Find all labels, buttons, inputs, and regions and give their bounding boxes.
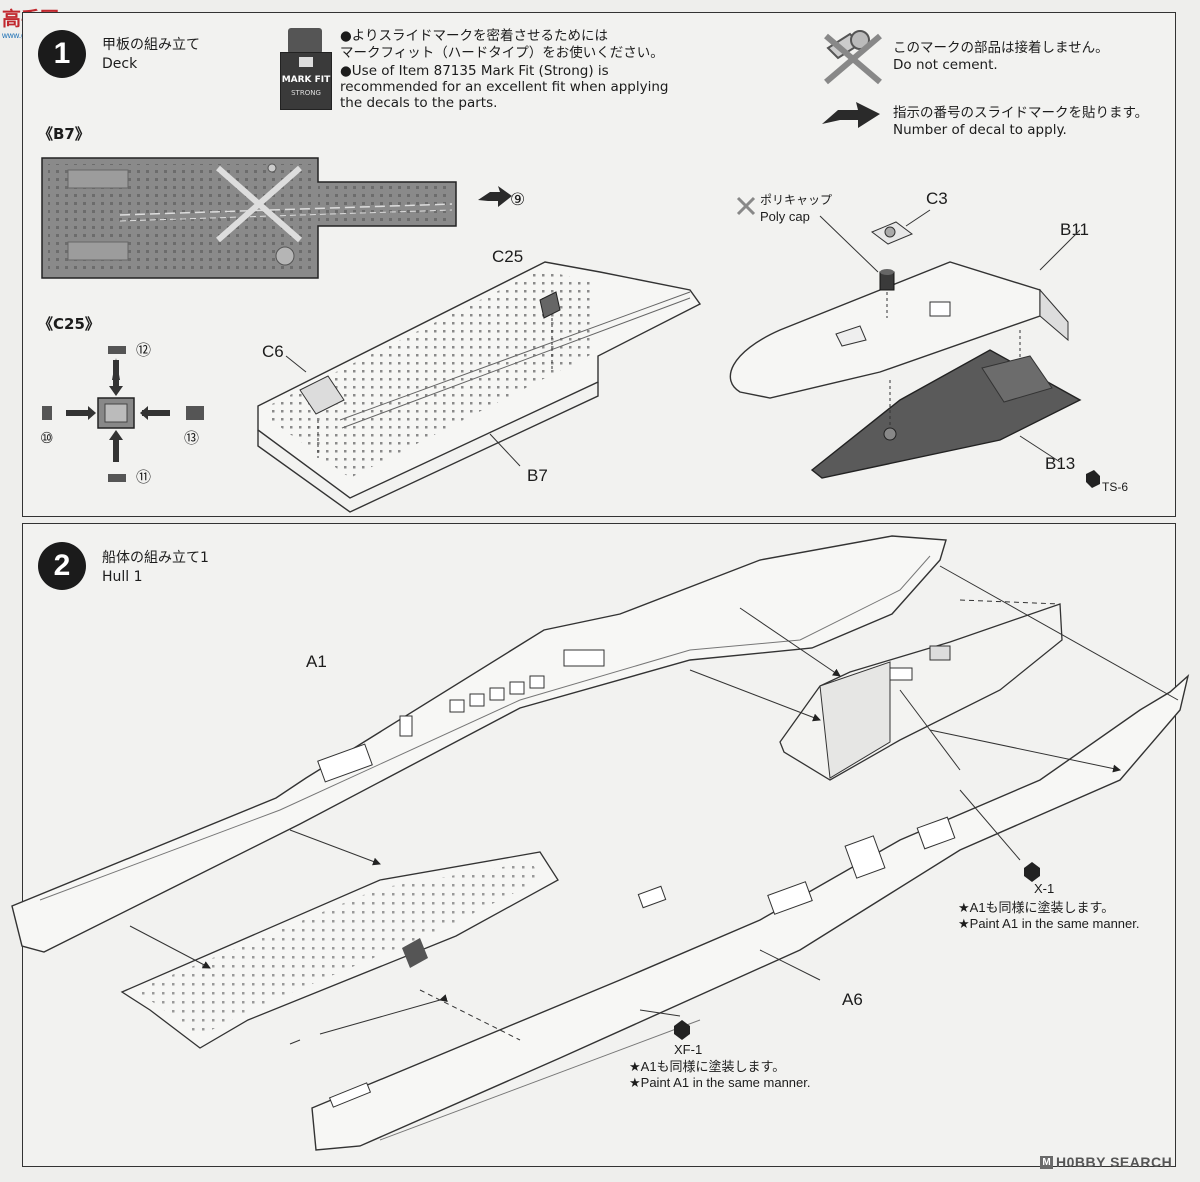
paint-xf1-note-jp: ★A1も同様に塗装します。 (629, 1059, 786, 1074)
decal-number-b7: ⑨ (510, 190, 526, 210)
c25-decal-diagram (42, 346, 204, 482)
part-label-c3: C3 (926, 189, 948, 208)
b13-lower-deck (810, 349, 1082, 479)
assembly-guide-lines (129, 565, 1179, 1045)
part-label-c6: C6 (262, 342, 284, 361)
hull-a6 (311, 674, 1190, 1151)
part-label-b11: B11 (1060, 220, 1089, 239)
step2-title-en: Hull 1 (102, 569, 143, 585)
c3-part (871, 209, 931, 245)
b11-deck (729, 229, 1081, 399)
part-label-a6: A6 (842, 990, 863, 1009)
b7-deck-plan (41, 157, 457, 279)
step2-title: 船体の組み立て1 Hull 1 (102, 549, 209, 587)
part-label-c25: C25 (492, 247, 524, 266)
mark-fit-jp-1: ●よりスライドマークを密着させるためには (340, 28, 609, 44)
footer-logo: M H0BBY SEARCH (1040, 1154, 1172, 1170)
hull-lower-deck (120, 851, 559, 1049)
do-not-cement-icon (824, 30, 882, 85)
step1-title: 甲板の組み立て Deck (102, 36, 200, 74)
x1-paint-icon (1024, 862, 1040, 882)
step1-title-jp: 甲板の組み立て (102, 37, 200, 53)
decal-arrow-b7 (478, 186, 512, 207)
paint-xf1-note-en: ★Paint A1 in the same manner. (629, 1075, 811, 1090)
paint-code-x1: X-1 (1034, 881, 1055, 896)
ts6-paint-icon (1086, 470, 1100, 488)
mark-fit-en-3: the decals to the parts. (340, 95, 498, 111)
mark-fit-sublabel: STRONG (291, 89, 321, 97)
part-label-b7: B7 (527, 466, 548, 485)
poly-cap-no-cement-icon (736, 196, 756, 216)
poly-cap-jp: ポリキャップ (760, 193, 833, 207)
part-label-a1: A1 (306, 652, 327, 671)
b7-header: 《B7》 (38, 125, 90, 143)
decal-legend-jp: 指示の番号のスライドマークを貼ります。 (893, 105, 1149, 121)
mark-fit-label: MARK FIT (281, 75, 331, 85)
decal-number-c25-bottom: ⑪ (136, 468, 152, 486)
decal-arrow-icon (822, 102, 880, 128)
step2-number: 2 (38, 542, 86, 590)
footer-logo-initial: M (1040, 1155, 1053, 1169)
no-cement-jp: このマークの部品は接着しません。 (893, 40, 1109, 56)
paint-code-ts6: TS-6 (1102, 480, 1129, 494)
footer-logo-text: H0BBY SEARCH (1056, 1154, 1173, 1170)
c25-header: 《C25》 (38, 315, 100, 333)
decal-number-c25-top: ⑫ (136, 341, 152, 359)
step1-number: 1 (38, 30, 86, 78)
decal-legend-en: Number of decal to apply. (893, 122, 1067, 138)
paint-code-xf1: XF-1 (674, 1042, 703, 1057)
hull-a1 (11, 535, 947, 953)
b7-deck-iso (257, 261, 702, 513)
step2-title-jp: 船体の組み立て1 (102, 550, 209, 566)
hull-inner-deck (779, 603, 1063, 781)
mark-fit-jp-2: マークフィット（ハードタイプ）をお使いください。 (340, 45, 664, 61)
decal-number-c25-left: ⑩ (40, 429, 54, 447)
mark-fit-en-2: recommended for an excellent fit when ap… (340, 79, 669, 95)
poly-cap-en: Poly cap (760, 209, 810, 224)
paint-x1-note-jp: ★A1も同様に塗装します。 (958, 900, 1115, 915)
part-label-b13: B13 (1045, 454, 1076, 473)
no-cement-en: Do not cement. (893, 57, 998, 73)
xf1-paint-icon (674, 1020, 690, 1040)
poly-cap-part (819, 215, 895, 318)
mark-fit-en-1: ●Use of Item 87135 Mark Fit (Strong) is (340, 63, 609, 79)
paint-x1-note-en: ★Paint A1 in the same manner. (958, 916, 1140, 931)
decal-number-c25-right: ⑬ (184, 429, 200, 447)
mark-fit-bottle: MARK FIT STRONG (278, 28, 332, 110)
step1-title-en: Deck (102, 56, 138, 72)
